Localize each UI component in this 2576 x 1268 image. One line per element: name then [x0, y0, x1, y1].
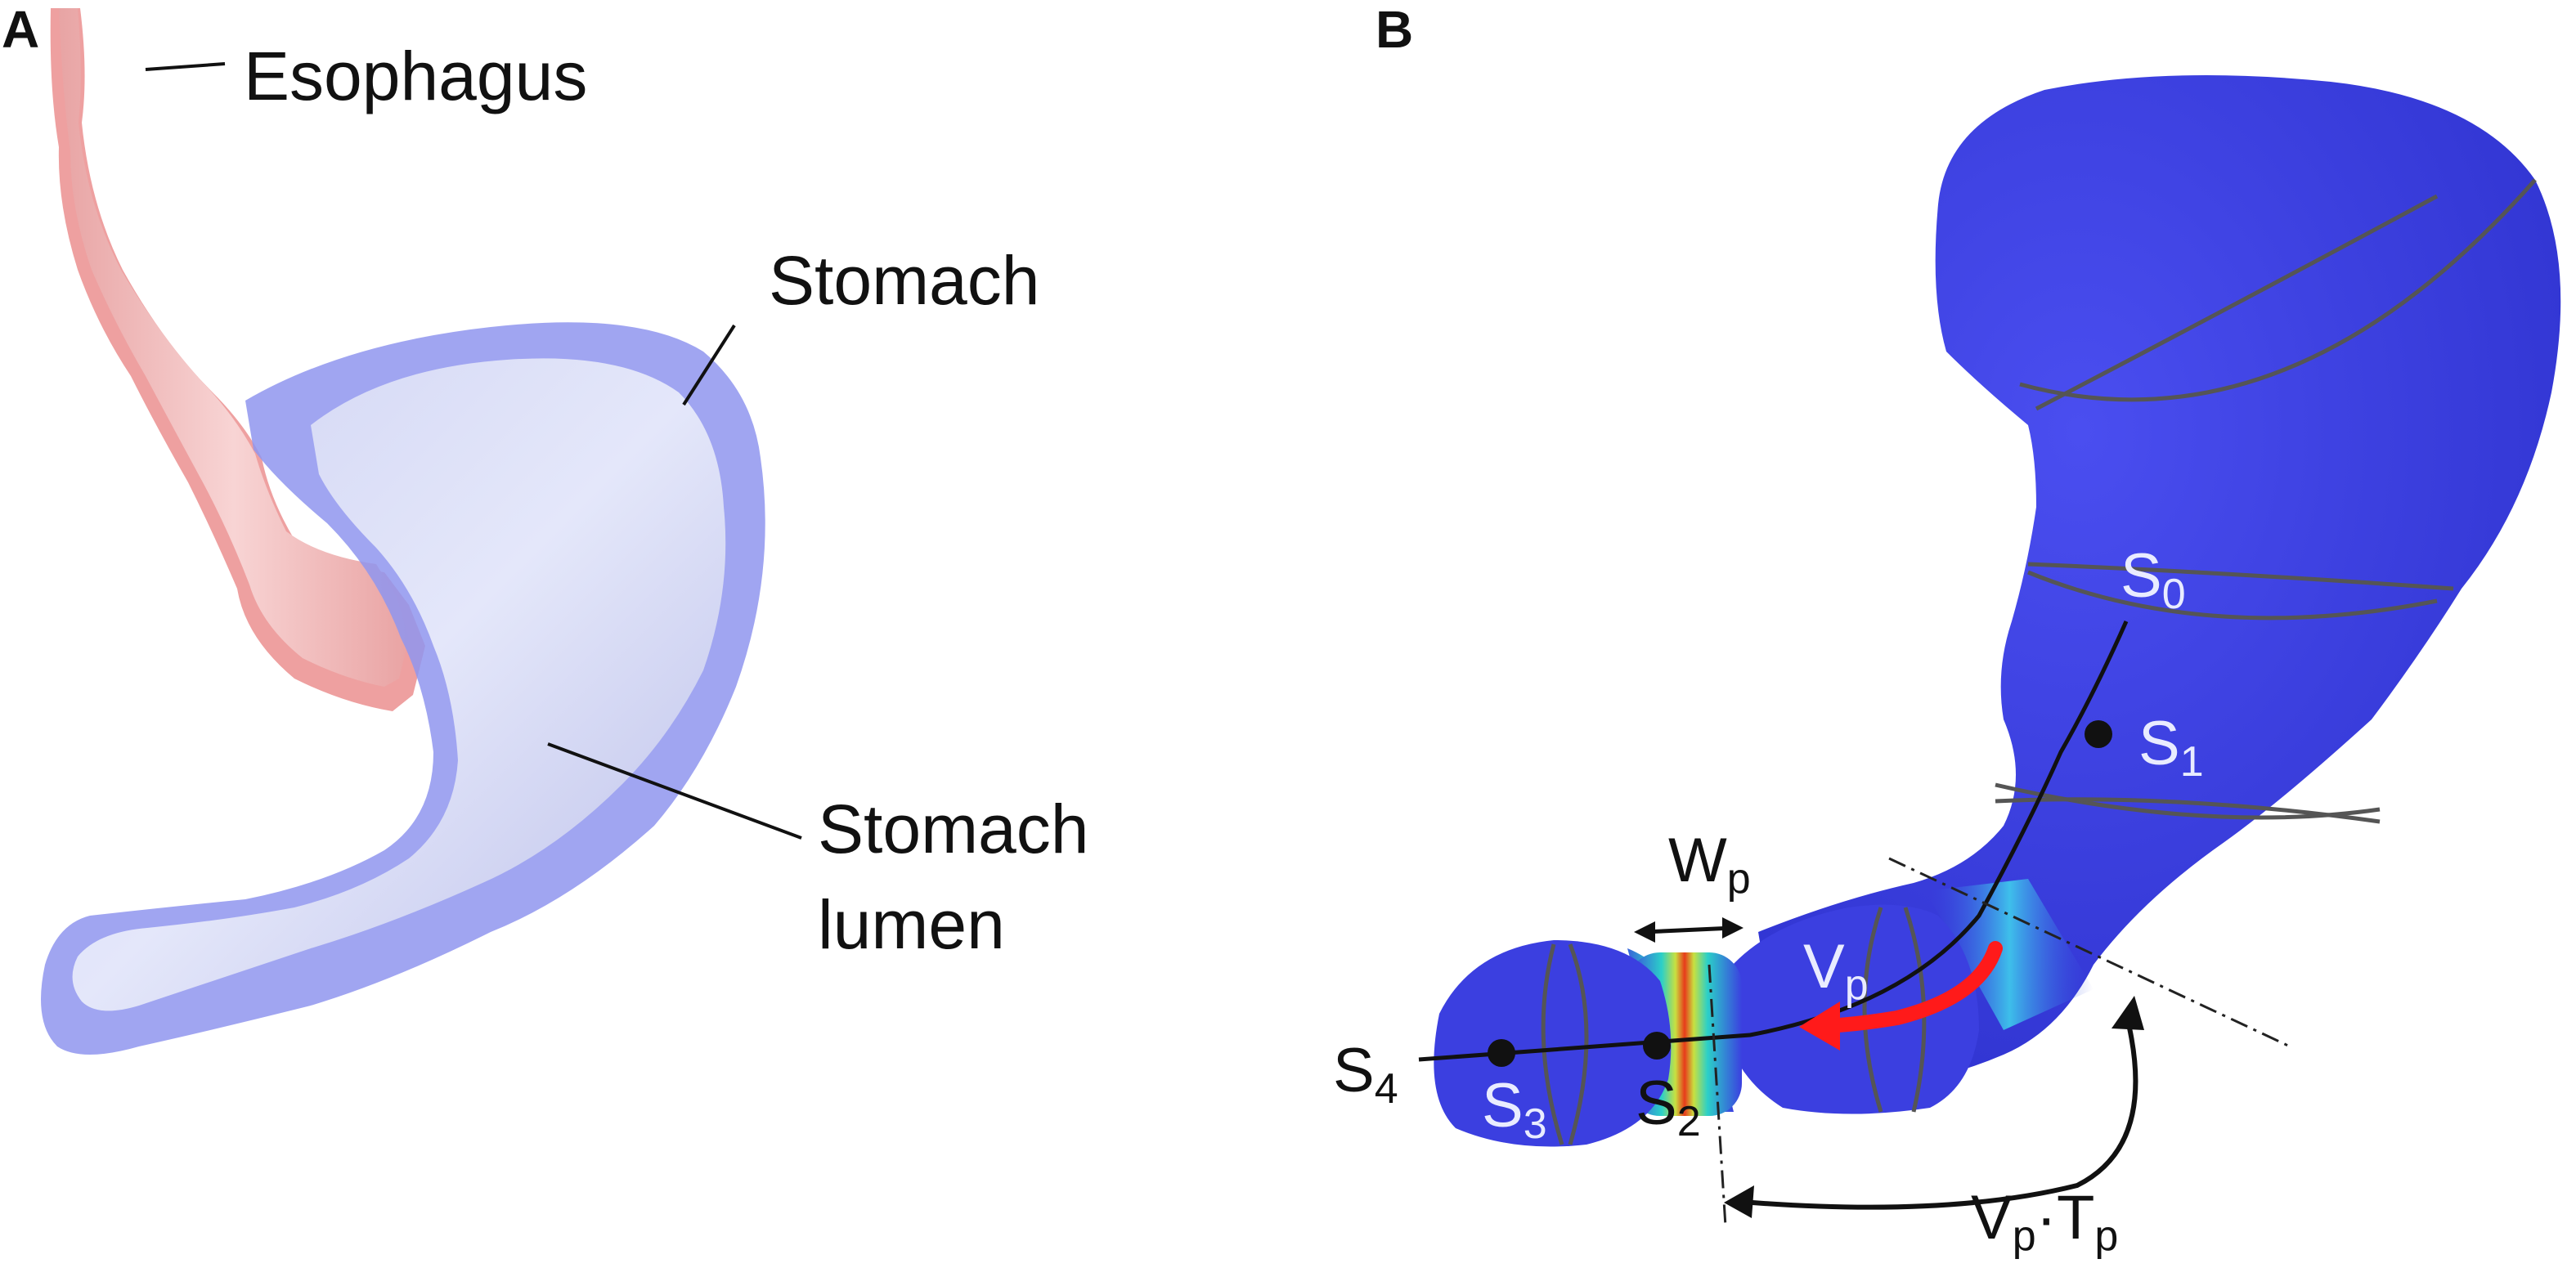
distance-arrow: [1741, 1013, 2138, 1210]
dashdot-perpendicular-2: [1888, 857, 2291, 1048]
panel-b: B: [1333, 0, 2561, 1260]
esophagus-inner: [59, 8, 409, 687]
antrum-segment: [1726, 904, 1979, 1114]
point-s4-label: S4: [1333, 1036, 1398, 1113]
width-arrowhead-left: [1634, 921, 1655, 943]
point-s1-label: S1: [2138, 709, 2204, 786]
section-rings: [1541, 178, 2537, 1145]
point-s1-dot: [2085, 720, 2112, 748]
lumen-label-line2: lumen: [818, 886, 1005, 963]
panel-a-letter: A: [2, 0, 39, 59]
panel-b-letter: B: [1376, 0, 1413, 59]
width-arrow: [1643, 925, 1735, 934]
stomach-lumen: [72, 358, 726, 1011]
distance-label: Vp·Tp: [1971, 1183, 2118, 1260]
point-s3-label: S3: [1482, 1071, 1547, 1148]
stomach-label: Stomach: [769, 242, 1040, 319]
distance-arrowhead-right: [2112, 996, 2144, 1030]
point-s0-label: S0: [2120, 541, 2186, 618]
lumen-label-line1: Stomach: [818, 791, 1089, 867]
transition-band: [1926, 879, 2094, 1030]
stomach-leader: [682, 324, 736, 406]
esophagus-leader: [145, 62, 226, 71]
lumen-leader: [547, 742, 802, 840]
pyloric-bulb: [1434, 940, 1672, 1147]
velocity-arrowhead: [1799, 1001, 1840, 1051]
point-s3-dot: [1488, 1039, 1515, 1067]
width-arrowhead-right: [1722, 917, 1744, 939]
distance-arrowhead-left: [1724, 1185, 1754, 1218]
panel-a: A Esophagus Stomach Stomach lumen: [2, 0, 1089, 1055]
velocity-label: Vp: [1803, 932, 1869, 1009]
dashdot-perpendicular-1: [1708, 964, 1727, 1227]
width-label: Wp: [1668, 826, 1751, 903]
point-s2-label: S2: [1636, 1069, 1701, 1145]
esophagus-label: Esophagus: [244, 38, 587, 114]
centerline: [1418, 620, 2129, 1062]
point-s2-dot: [1643, 1032, 1671, 1060]
